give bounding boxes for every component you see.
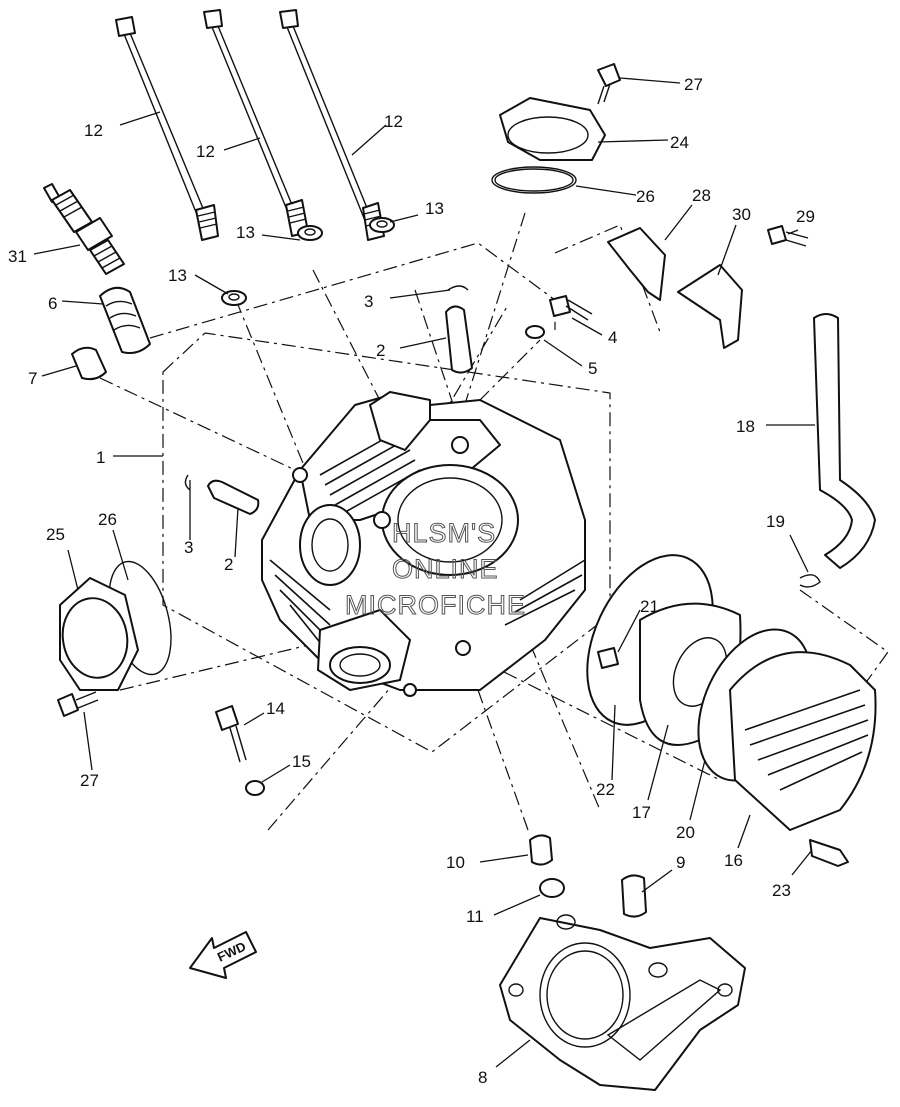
- callout-labels: 12 12 12 13 13 13 31 6 7 3 2 4 5 1 3 2 2…: [8, 75, 815, 1087]
- callout-7: 7: [28, 369, 37, 388]
- callout-10: 10: [446, 853, 465, 872]
- dowel-pins: [71, 286, 151, 381]
- callout-26: 26: [98, 510, 117, 529]
- breather-hose: [799, 313, 876, 588]
- callout-12: 12: [84, 121, 103, 140]
- callout-12: 12: [384, 112, 403, 131]
- left-cap-assembly: [57, 560, 172, 717]
- seal-13-b: [297, 225, 323, 241]
- callout-27: 27: [684, 75, 703, 94]
- watermark-line-1: HLSM'S: [392, 518, 496, 548]
- callout-13: 13: [236, 223, 255, 242]
- push-rod-2: [203, 9, 309, 237]
- callout-27: 27: [80, 771, 99, 790]
- callout-31: 31: [8, 247, 27, 266]
- watermark-line-2: ONLINE: [392, 554, 499, 584]
- watermark-line-3: MICROFICHE: [345, 590, 526, 620]
- callout-15: 15: [292, 752, 311, 771]
- callout-23: 23: [772, 881, 791, 900]
- callout-13: 13: [168, 266, 187, 285]
- callout-1: 1: [96, 448, 105, 467]
- spark-plug: [43, 183, 125, 275]
- callout-29: 29: [796, 207, 815, 226]
- callout-28: 28: [692, 186, 711, 205]
- callout-22: 22: [596, 780, 615, 799]
- cylinder-head-gasket: [499, 914, 746, 1091]
- valve-guides: [184, 285, 473, 515]
- callout-11: 11: [466, 907, 484, 926]
- callout-2: 2: [376, 341, 385, 360]
- seal-13-a: [221, 290, 247, 306]
- callout-25: 25: [46, 525, 65, 544]
- callout-30: 30: [732, 205, 751, 224]
- callout-17: 17: [632, 803, 651, 822]
- callout-18: 18: [736, 417, 755, 436]
- callout-20: 20: [676, 823, 695, 842]
- seal-13-c: [369, 217, 395, 233]
- callout-26: 26: [636, 187, 655, 206]
- callout-16: 16: [724, 851, 743, 870]
- callout-9: 9: [676, 853, 685, 872]
- callout-6: 6: [48, 294, 57, 313]
- push-rod-3: [279, 9, 385, 241]
- callout-8: 8: [478, 1068, 487, 1087]
- callout-12: 12: [196, 142, 215, 161]
- push-rod-1: [115, 16, 219, 241]
- side-cover-assembly: [586, 554, 877, 867]
- callout-24: 24: [670, 133, 689, 152]
- callout-5: 5: [588, 359, 597, 378]
- push-rods: [115, 9, 395, 306]
- bolt-14-washer-15: [215, 705, 265, 796]
- callout-3: 3: [184, 538, 193, 557]
- watermark: HLSM'S ONLINE MICROFICHE: [345, 518, 526, 621]
- tappet-cover-top: [491, 63, 621, 194]
- callout-2: 2: [224, 555, 233, 574]
- callout-19: 19: [766, 512, 785, 531]
- callout-3: 3: [364, 292, 373, 311]
- callout-21: 21: [640, 597, 659, 616]
- upper-right-small-parts: [525, 225, 809, 349]
- o-ring-26-top: [491, 166, 577, 194]
- lower-parts: [499, 834, 746, 1091]
- leader-lines: [33, 77, 815, 1068]
- cylinder-head: [261, 391, 586, 697]
- forward-direction-arrow: FWD: [189, 931, 257, 979]
- callout-14: 14: [266, 699, 285, 718]
- callout-4: 4: [608, 328, 617, 347]
- callout-13: 13: [425, 199, 444, 218]
